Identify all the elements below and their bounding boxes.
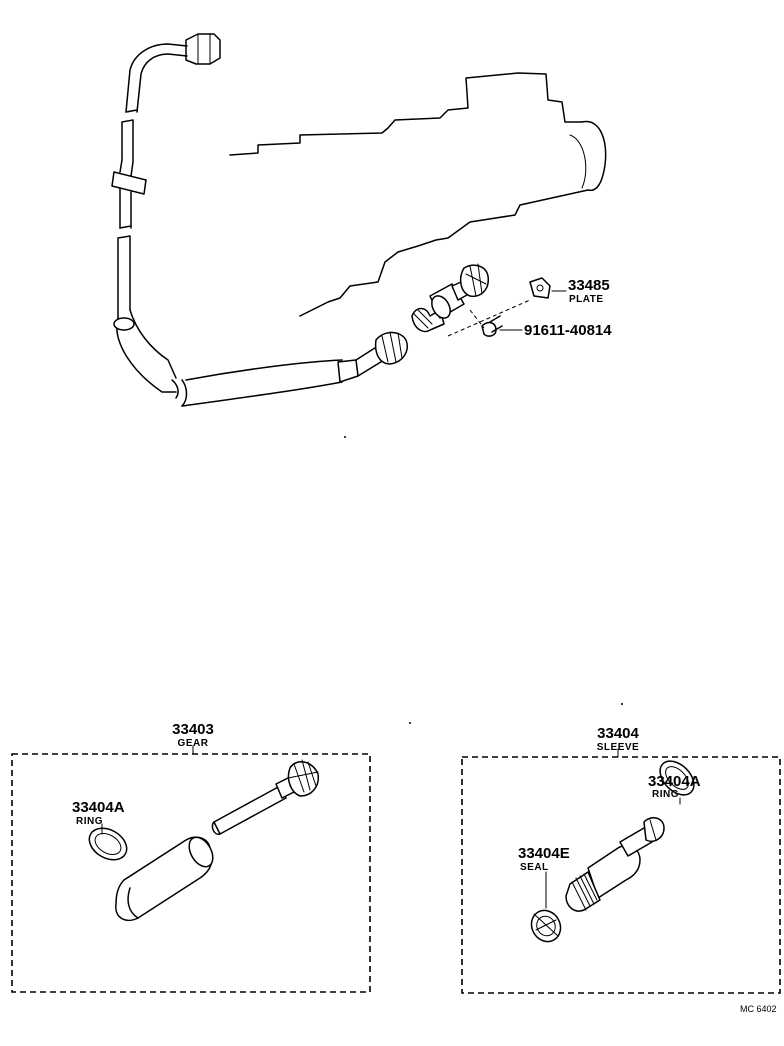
speedometer-cable xyxy=(111,33,408,407)
figure-code: MC 6402 xyxy=(740,1004,777,1014)
gear-ring-number: 33404A xyxy=(72,799,125,816)
sleeve-seal-name: SEAL xyxy=(520,862,549,873)
sleeve-kit-box xyxy=(461,756,781,994)
gear-kit-box xyxy=(11,753,371,993)
gear-name: GEAR xyxy=(178,738,209,749)
scan-speck xyxy=(344,436,346,438)
sleeve-seal-part xyxy=(530,909,562,943)
transmission-housing xyxy=(229,72,607,317)
sleeve-assembly-upper xyxy=(411,263,489,333)
gear-part xyxy=(115,759,320,922)
leader-bolt-to-sleeve xyxy=(469,309,485,329)
bolt-part xyxy=(481,315,503,337)
plate-name: PLATE xyxy=(569,294,604,305)
sleeve-part xyxy=(565,817,665,912)
bolt-number: 91611-40814 xyxy=(524,322,612,339)
sleeve-ring-part xyxy=(659,760,695,796)
sleeve-name: SLEEVE xyxy=(597,742,639,753)
sleeve-ring-name: RING xyxy=(652,789,679,800)
plate-number: 33485 xyxy=(568,277,610,294)
gear-ring-name: RING xyxy=(76,816,103,827)
sleeve-seal-number: 33404E xyxy=(518,845,570,862)
sleeve-number: 33404 xyxy=(597,725,639,742)
sleeve-ring-number: 33404A xyxy=(648,773,701,790)
scan-speck xyxy=(621,703,623,705)
plate-part xyxy=(529,277,551,299)
leader-plate-to-sleeve xyxy=(447,299,531,337)
scan-speck xyxy=(409,722,411,724)
gear-ring-part xyxy=(88,827,128,861)
gear-number: 33403 xyxy=(172,721,214,738)
